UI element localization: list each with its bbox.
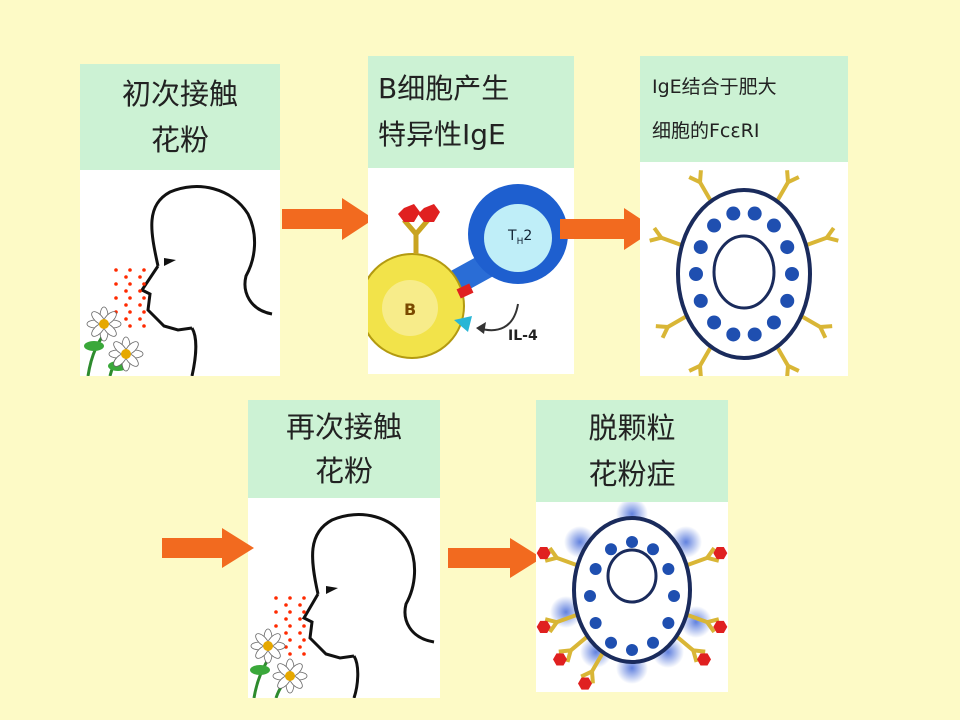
person-inhaling-pollen-image — [248, 498, 440, 698]
step-label: B细胞产生 特异性IgE — [368, 56, 574, 168]
arrow-right-icon — [448, 538, 542, 578]
step-label: 脱颗粒 花粉症 — [536, 400, 728, 502]
step-label: 再次接触 花粉 — [248, 400, 440, 498]
flower-icon — [250, 628, 308, 698]
step-label-line1: 初次接触 — [121, 77, 238, 111]
step-label-line1: 脱颗粒 — [588, 411, 676, 445]
th2-label: TH2 — [507, 228, 532, 247]
arrow-right-icon — [560, 208, 656, 250]
pollen-cloud — [114, 268, 146, 328]
b-cell-th2-image: B TH2 IL-4 — [368, 168, 574, 374]
step-label-line1: B细胞产生 — [378, 72, 510, 105]
step-label: IgE结合于肥大 细胞的FcεRⅠ — [640, 56, 848, 162]
step-label-line2: 花粉症 — [588, 457, 676, 491]
degranulating-mast-cell-image — [536, 502, 728, 692]
step-label: 初次接触 花粉 — [80, 64, 280, 170]
step-label-line1: IgE结合于肥大 — [652, 76, 777, 98]
il4-label: IL-4 — [508, 328, 538, 344]
person-inhaling-pollen-image — [80, 170, 280, 376]
b-cell-label: B — [404, 300, 416, 319]
flower-icon — [84, 306, 144, 376]
step-label-line2: 特异性IgE — [378, 118, 506, 151]
allergen-icon — [398, 204, 420, 222]
step-label-line2: 细胞的FcεRⅠ — [652, 120, 760, 142]
arrow-right-icon — [162, 528, 254, 568]
arrow-right-icon — [282, 198, 374, 240]
step-label-line2: 花粉 — [314, 454, 373, 488]
mast-cell-image — [640, 162, 848, 376]
antibody-icon — [402, 218, 430, 254]
step-label-line2: 花粉 — [150, 123, 209, 157]
step-label-line1: 再次接触 — [285, 410, 402, 444]
